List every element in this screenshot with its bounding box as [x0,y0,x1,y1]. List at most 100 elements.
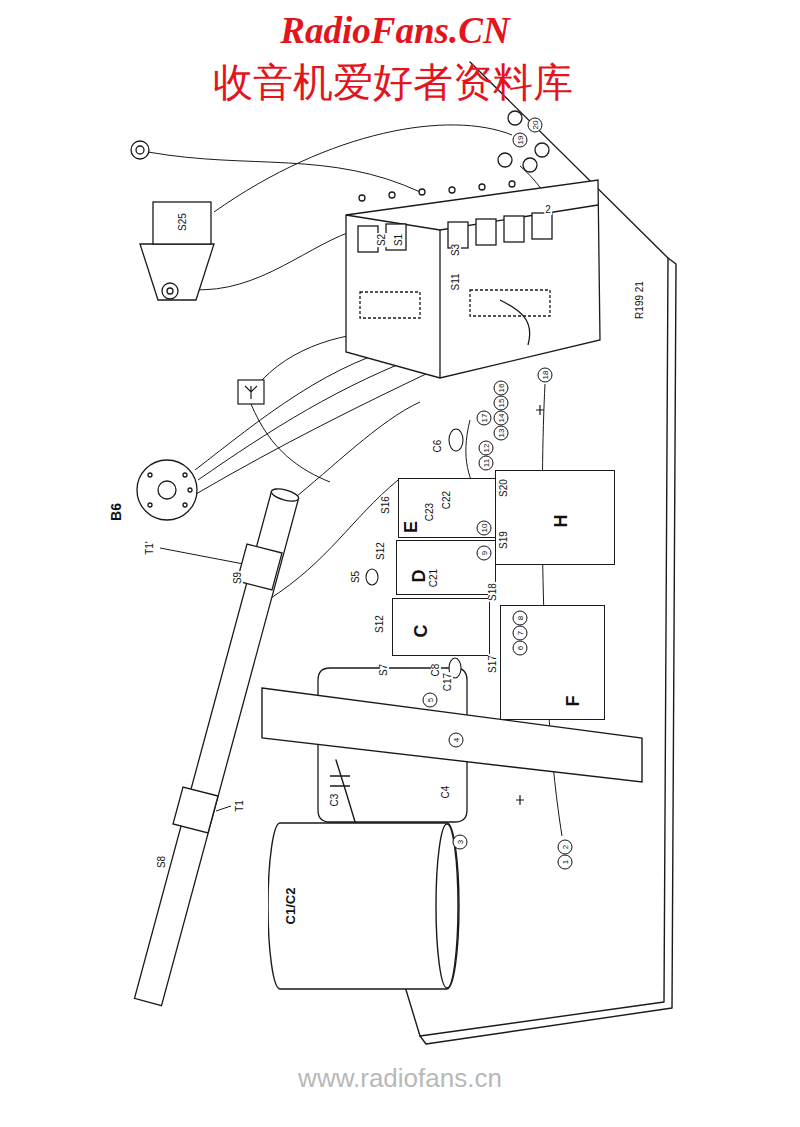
callout-number: 18 [538,368,553,383]
module-letter: H [552,515,570,528]
valve-socket [148,473,152,477]
electrolytic-capacitor: C1/C2 [268,822,460,990]
valve-socket [148,503,152,507]
switch-box [386,224,406,250]
capacitor-outline [268,822,460,990]
screw-marks [536,405,544,415]
switch-box [439,230,440,378]
callout-number: 16 [494,381,509,396]
switch-box [476,219,496,245]
ferrite-rod [270,487,300,504]
callout-number: 1 [558,855,573,870]
part-label: S9 [233,571,243,585]
part-label: R199 21 [635,280,645,320]
screw-marks [516,795,524,805]
loudspeaker [140,244,214,300]
tuning-capacitor [330,776,350,786]
callout-number: 11 [479,456,494,471]
connector-terminals [535,143,549,157]
module-can: H [495,470,615,565]
connector-terminals [523,158,537,172]
part-label: C21 [429,568,439,588]
callout-number: 13 [494,426,509,441]
valve-socket [137,460,197,520]
part-label: S8 [157,855,167,869]
part-label: C23 [425,502,435,522]
module-letter: E [402,521,420,533]
module-can: C [392,598,490,656]
part-label: C17 [443,672,453,692]
loudspeaker [131,141,149,159]
switch-box [532,213,552,239]
callout-number: 8 [513,611,528,626]
wiring [216,806,231,811]
switch-box [449,187,455,193]
switch-box [346,180,600,378]
valve-socket [188,488,192,492]
capacitor-end [436,824,458,988]
part-label: S12 [376,541,386,561]
switch-box [389,192,395,198]
capacitor-body [268,823,459,989]
part-label: T1 [235,799,245,813]
part-label: S2 [377,233,387,247]
connector-terminals [508,111,522,125]
connector-terminals [498,111,549,172]
switch-box [479,184,485,190]
module-letter: C1/C2 [284,888,297,925]
part-label: 2 [544,205,552,215]
switch-box [360,292,420,318]
part-label: S11 [451,272,461,291]
part-label: T1' [145,540,155,556]
callout-number: 14 [494,411,509,426]
part-label: S20 [499,478,509,498]
callout-number: 2 [558,840,573,855]
loudspeaker [162,283,178,299]
part-label: S17 [488,654,498,674]
switch-box [346,180,600,378]
callout-number: 10 [477,521,492,536]
callout-number: 9 [477,546,492,561]
valve-socket [137,460,197,520]
part-label: C22 [442,490,452,510]
part-label: C3 [330,793,340,808]
connector-terminals [498,153,512,167]
callout-number: 12 [479,441,494,456]
part-label: S19 [499,530,509,550]
module-letter: D [410,570,428,583]
switch-box [359,195,365,201]
ferrite-rod [173,787,218,833]
part-label: S16 [381,495,391,515]
callout-number: 6 [513,641,528,656]
valve-socket [183,503,187,507]
callout-number: 20 [528,118,543,133]
part-label: C8 [431,663,441,678]
valve-socket [158,481,176,499]
callout-number: 4 [449,733,464,748]
part-label: S5 [351,570,361,584]
part-label: C6 [433,439,443,454]
switch-box [500,300,530,345]
part-label: S12 [375,614,385,634]
valve-socket [183,473,187,477]
part-label: S7 [379,663,389,677]
wiring [196,365,445,494]
site-subtitle: 收音机爱好者资料库 [213,62,573,102]
aerial-socket [238,380,264,404]
switch-box [419,189,425,195]
callout-number: 15 [494,396,509,411]
switch-box [346,205,598,230]
loudspeaker [167,288,173,294]
callout-number: 19 [513,133,528,148]
switch-box [504,216,524,242]
wiring [160,548,254,566]
aerial-socket [238,380,264,404]
loudspeaker [153,202,211,244]
aerial-socket [245,386,257,399]
callout-number: 5 [423,693,438,708]
part-label: S3 [451,243,461,257]
callout-number: 7 [513,626,528,641]
part-label: C4 [441,785,451,800]
ferrite-rod [237,544,282,590]
site-title: RadioFans.CN [280,12,509,49]
